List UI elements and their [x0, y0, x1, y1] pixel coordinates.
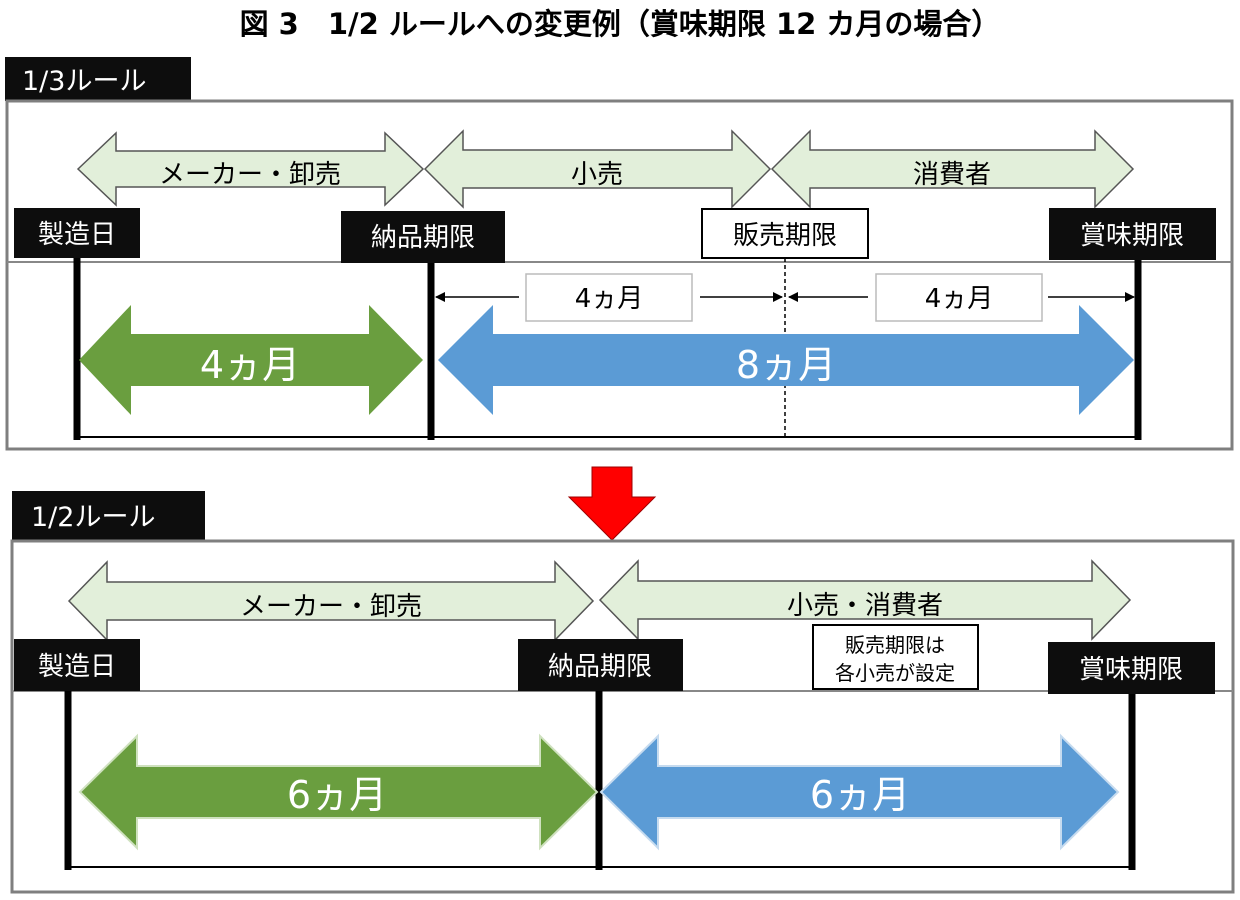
- label-delivery-bg: [518, 639, 683, 691]
- label-bestbefore: 賞味期限: [1080, 221, 1184, 251]
- band-arrow-maker: [76, 131, 425, 207]
- green-duration-label: 4ヵ月: [200, 343, 300, 387]
- blue-duration-arrow: [438, 305, 1134, 415]
- label-manufacture: 製造日: [38, 652, 116, 682]
- band-arrow-retail: [423, 129, 772, 209]
- label-bestbefore-bg: [1048, 642, 1215, 694]
- blue-duration-arrow: [599, 733, 1120, 851]
- label-delivery: 納品期限: [371, 223, 475, 253]
- label-manufacture-bg: [14, 639, 140, 691]
- panel-tag: 1/3ルール: [22, 66, 146, 97]
- panel-tag: 1/2ルール: [31, 502, 155, 533]
- label-manufacture: 製造日: [38, 220, 116, 250]
- band-label-retail: 小売: [571, 160, 623, 190]
- panel-tag-bg: [12, 491, 205, 540]
- green-duration-label: 6ヵ月: [287, 773, 387, 817]
- panel-one-third-rule: 1/3ルール メーカー・卸売 小売 消費者 製造日 納品期限 販売期限 賞味期限…: [5, 57, 1234, 451]
- note-line-1: 販売期限は: [845, 633, 945, 657]
- measure-left: 4ヵ月: [575, 284, 644, 314]
- label-delivery-bg: [341, 211, 505, 263]
- band-label-maker: メーカー・卸売: [240, 592, 422, 622]
- measure-left-box: [525, 273, 693, 322]
- note-box: [812, 624, 979, 690]
- label-bestbefore: 賞味期限: [1079, 655, 1183, 685]
- label-delivery: 納品期限: [548, 652, 652, 682]
- band-arrow-retail-consumer: [598, 559, 1132, 641]
- note-line-2: 各小売が設定: [835, 661, 955, 685]
- panel-one-half-rule: 1/2ルール メーカー・卸売 小売・消費者 製造日 納品期限 販売期限は 各小売…: [10, 491, 1235, 894]
- figure-title: 図 3 1/2 ルールへの変更例（賞味期限 12 カ月の場合）: [240, 7, 1001, 41]
- blue-duration-label: 8ヵ月: [736, 343, 836, 387]
- label-bestbefore-bg: [1049, 208, 1216, 260]
- measure-right: 4ヵ月: [925, 284, 994, 314]
- band-label-consumer: 消費者: [913, 160, 991, 190]
- blue-duration-label: 6ヵ月: [810, 773, 910, 817]
- band-label-retail-consumer: 小売・消費者: [787, 591, 943, 621]
- label-sales: 販売期限: [733, 221, 837, 251]
- label-manufacture-bg: [14, 208, 140, 258]
- band-arrow-maker: [67, 560, 595, 642]
- panel-frame: [10, 539, 1235, 894]
- label-sales-bg: [701, 208, 869, 259]
- band-arrow-consumer: [770, 129, 1135, 209]
- panel-tag-bg: [5, 57, 191, 101]
- green-duration-arrow: [78, 733, 599, 851]
- band-label-maker: メーカー・卸売: [159, 160, 341, 190]
- transition-down-arrow: [567, 466, 657, 541]
- panel-frame: [5, 99, 1234, 451]
- measure-right-box: [875, 273, 1043, 322]
- green-duration-arrow: [79, 305, 423, 415]
